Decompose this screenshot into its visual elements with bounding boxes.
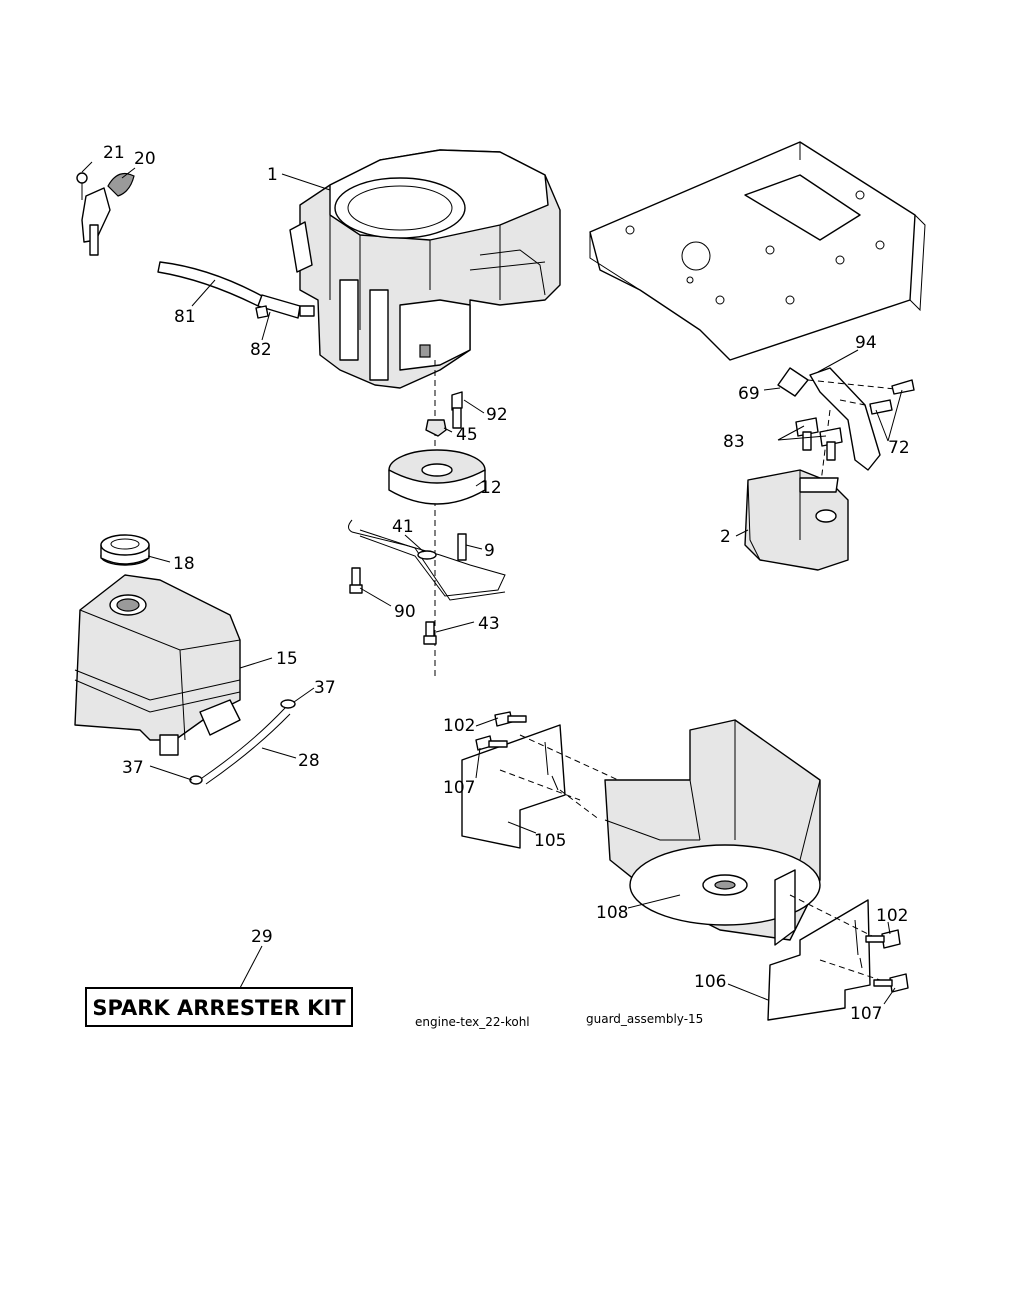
callout-20: 20 bbox=[134, 149, 156, 169]
callout-12: 12 bbox=[480, 478, 502, 498]
left-guard-plate bbox=[461, 711, 641, 849]
muffler bbox=[744, 469, 849, 571]
callout-1: 1 bbox=[267, 165, 278, 185]
callout-92: 92 bbox=[486, 405, 508, 425]
fuel-line-tank bbox=[189, 699, 296, 785]
exhaust-pipe bbox=[777, 367, 915, 491]
belt-guide bbox=[348, 519, 506, 645]
callout-90: 90 bbox=[394, 602, 416, 622]
guard-reference: guard_assembly-15 bbox=[586, 1012, 703, 1026]
callout-82: 82 bbox=[250, 340, 272, 360]
callout-9: 9 bbox=[484, 541, 495, 561]
callout-69: 69 bbox=[738, 384, 760, 404]
callout-102-left: 102 bbox=[443, 716, 475, 736]
callout-37-top: 37 bbox=[314, 678, 336, 698]
callout-105: 105 bbox=[534, 831, 566, 851]
right-guard-plate bbox=[767, 894, 909, 1021]
leader-lines bbox=[81, 161, 903, 1005]
callout-21: 21 bbox=[103, 143, 125, 163]
muffler-bolts bbox=[795, 417, 843, 461]
callout-107-left: 107 bbox=[443, 778, 475, 798]
spark-arrester-kit: SPARK ARRESTER KIT bbox=[85, 987, 353, 1027]
callout-41: 41 bbox=[392, 517, 414, 537]
callout-81: 81 bbox=[174, 307, 196, 327]
ignition-switch bbox=[76, 172, 135, 256]
callout-2: 2 bbox=[720, 527, 731, 547]
pulley-assembly bbox=[388, 360, 486, 680]
callout-29: 29 bbox=[251, 927, 273, 947]
callout-72: 72 bbox=[888, 438, 910, 458]
callout-43: 43 bbox=[478, 614, 500, 634]
callout-45: 45 bbox=[456, 425, 478, 445]
callout-108: 108 bbox=[596, 903, 628, 923]
callout-102-right: 102 bbox=[876, 906, 908, 926]
callout-107-right: 107 bbox=[850, 1004, 882, 1024]
chassis-frame bbox=[589, 141, 926, 361]
fuel-line bbox=[157, 261, 315, 319]
callout-28: 28 bbox=[298, 751, 320, 771]
engine-reference: engine-tex_22-kohl bbox=[415, 1015, 530, 1029]
callout-18: 18 bbox=[173, 554, 195, 574]
fuel-cap bbox=[100, 534, 150, 566]
fuel-tank bbox=[74, 574, 241, 756]
spark-arrester-kit-label: SPARK ARRESTER KIT bbox=[92, 996, 346, 1020]
callout-37-bottom: 37 bbox=[122, 758, 144, 778]
callout-labels: 21 20 1 81 82 92 45 12 41 9 90 43 18 15 … bbox=[103, 143, 910, 1024]
callout-83: 83 bbox=[723, 432, 745, 452]
callout-106: 106 bbox=[694, 972, 726, 992]
guard-assembly bbox=[604, 719, 821, 946]
callout-94: 94 bbox=[855, 333, 877, 353]
callout-15: 15 bbox=[276, 649, 298, 669]
engine bbox=[289, 149, 561, 389]
